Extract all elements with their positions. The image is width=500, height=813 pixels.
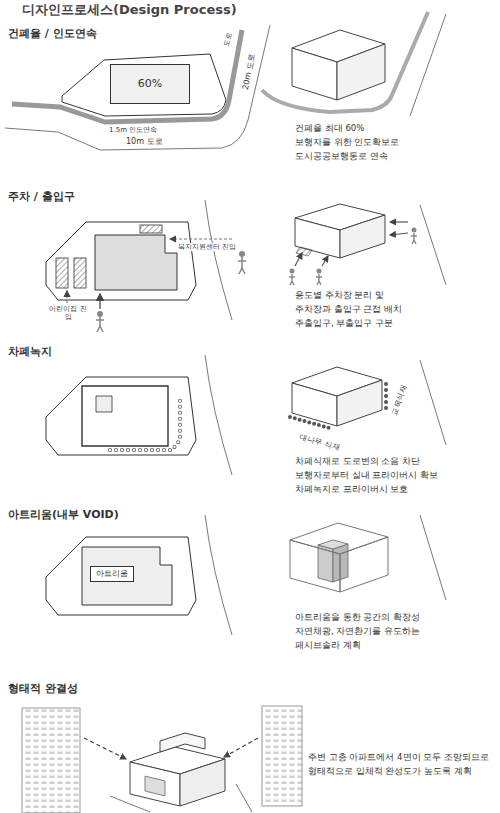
person-head — [412, 228, 417, 233]
site-outline — [62, 54, 226, 116]
entry-arrow — [390, 233, 408, 235]
person-icon — [238, 251, 246, 274]
mass-front — [290, 540, 340, 592]
site-outline — [46, 377, 196, 455]
description-line: 주변 고층 아파트에서 4면이 모두 조망되므로 — [308, 752, 489, 762]
parking-area — [296, 247, 312, 256]
road-edge — [5, 25, 270, 150]
description-line: 형태적으로 입체적 완성도가 높도록 계획 — [308, 766, 472, 776]
person-body — [238, 257, 246, 274]
person-body — [411, 233, 417, 244]
person-body — [96, 317, 104, 332]
description-line: 도시공공보행통로 연속 — [295, 151, 388, 161]
buffer-trees — [110, 395, 180, 450]
building-plan — [82, 386, 168, 446]
site-outline — [46, 537, 196, 615]
mass-top — [290, 523, 388, 554]
section-heading: 건폐율 / 인도연속 — [8, 27, 97, 40]
road-edge — [205, 200, 232, 320]
road-label: 20m 도로 — [241, 53, 257, 91]
description-line: 주차장과 출입구 근접 배치 — [295, 304, 402, 314]
node-text: 아트리움 — [96, 569, 128, 579]
entry-arrow — [322, 256, 328, 266]
apartment-tower — [262, 706, 302, 806]
person-head — [97, 311, 103, 317]
description-line: 보행자로부터 실내 프라이버시 확보 — [295, 470, 438, 480]
atrium-volume — [318, 545, 333, 582]
mass-front — [292, 48, 337, 100]
site-outline — [46, 222, 196, 300]
atrium-box: 아트리움 — [90, 566, 134, 582]
entry-label: 복지지원센터 진입 — [177, 243, 237, 251]
planting-label: 교목식재 — [389, 383, 408, 416]
road-edge — [420, 360, 446, 445]
section-heading: 형태적 완결성 — [8, 682, 78, 695]
mass-side — [340, 215, 385, 258]
section-heading: 아트리움(내부 VOID) — [8, 508, 119, 521]
description-line: 건폐율 최대 60% — [295, 123, 364, 133]
person-body — [289, 274, 295, 285]
building-footprint: 60% — [110, 64, 190, 104]
person-icon — [96, 311, 104, 332]
description-line: 차폐녹지로 프라이버시 보호 — [295, 484, 408, 494]
mass-side — [337, 380, 382, 426]
atrium-volume — [318, 540, 348, 549]
person-body — [316, 274, 322, 285]
tall-trees — [384, 384, 388, 410]
person-icon — [411, 228, 417, 245]
description-line: 아트리움을 통한 공간의 확장성 — [295, 612, 420, 622]
description-line: 차폐식재로 도로변의 소음 차단 — [295, 456, 420, 466]
parking-area — [140, 225, 162, 233]
entry-arrow — [390, 221, 408, 222]
building-plan — [82, 547, 172, 605]
section-heading: 주차 / 출입구 — [8, 190, 75, 203]
mass-front — [130, 762, 180, 806]
mass-side — [337, 44, 385, 100]
description-line: 자연채광, 자연환기를 유도하는 — [295, 626, 420, 636]
section-heading: 차폐녹지 — [8, 345, 52, 358]
sidewalk-band — [12, 30, 242, 122]
page-title: 디자인프로세스(Design Process) — [22, 2, 237, 18]
road-edge — [420, 515, 446, 600]
description-line: 주출입구, 부출입구 구분 — [295, 318, 393, 328]
facade-opening — [145, 776, 165, 796]
entry-arrow — [99, 294, 100, 309]
road-edge — [410, 14, 446, 116]
entry-arrow — [295, 253, 302, 266]
road-edge — [205, 515, 232, 635]
planting-label: 대나무 식재 — [298, 432, 341, 452]
person-head — [239, 251, 245, 257]
description-line: 패시브솔라 계획 — [295, 640, 361, 650]
road-edge — [420, 205, 446, 285]
parking-area — [56, 258, 68, 288]
description-line: 용도별 주차장 분리 및 — [295, 290, 384, 300]
parking-area — [74, 258, 86, 288]
entry-arrow — [170, 238, 232, 239]
sidewalk-band — [262, 12, 428, 112]
sidewalk-label: 1.5m 인도연속 — [108, 126, 158, 134]
person-head — [317, 269, 322, 274]
person-icon — [289, 269, 295, 286]
entry-arrow — [66, 291, 67, 303]
road-label: 도로 — [222, 32, 234, 48]
road-edge — [205, 355, 232, 475]
buffer-trees — [110, 395, 180, 450]
upper-volume — [160, 733, 205, 752]
person-icon — [316, 269, 322, 286]
mass-side — [180, 759, 225, 806]
mass-side — [340, 537, 388, 592]
road-label: 10m 도로 — [125, 137, 164, 147]
mass-front — [295, 218, 340, 258]
person-head — [290, 269, 295, 274]
entry-label: 어린이집 진입 — [48, 305, 88, 322]
bamboo-trees — [290, 417, 333, 429]
description-line: 보행자를 위한 인도확보로 — [295, 137, 399, 147]
building-plan — [95, 235, 177, 290]
void-square — [96, 396, 112, 412]
node-text: 60% — [138, 77, 162, 90]
view-arrow — [224, 738, 258, 757]
apartment-tower — [22, 708, 80, 813]
view-arrow — [84, 738, 126, 759]
